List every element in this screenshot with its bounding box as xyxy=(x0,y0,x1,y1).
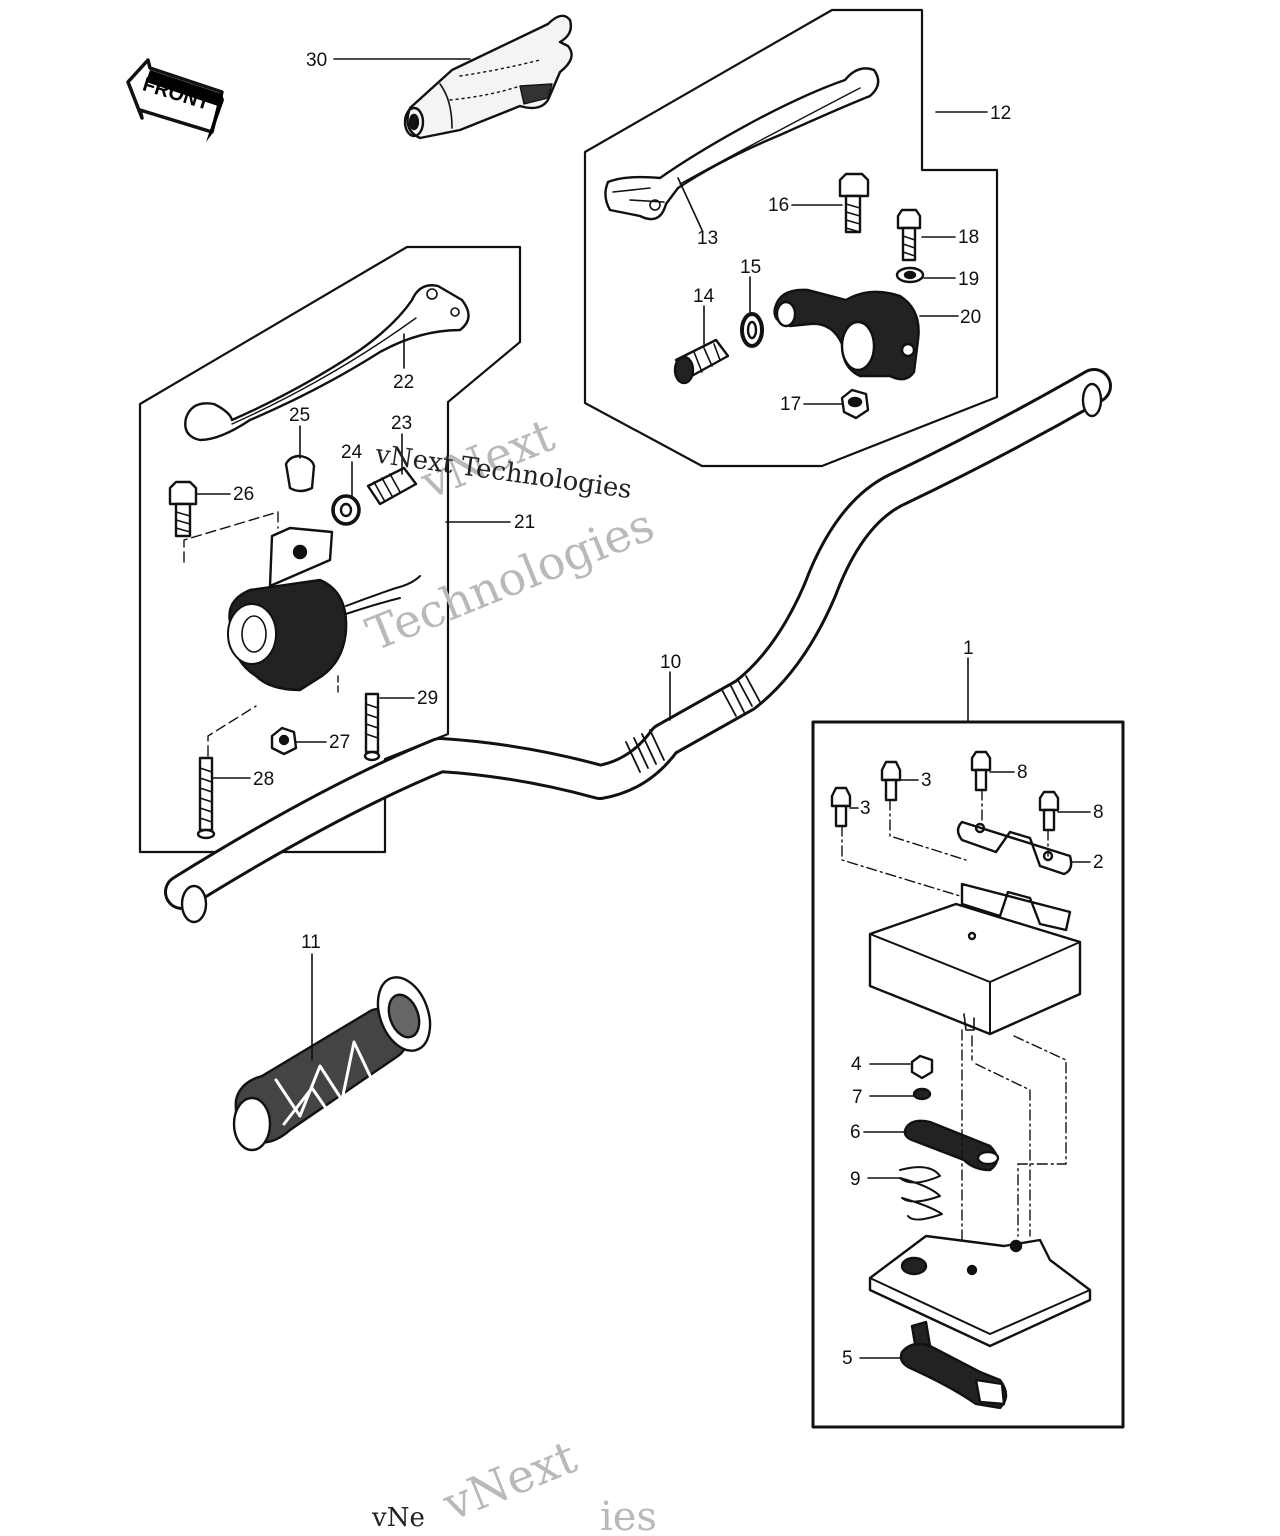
callout-15: 15 xyxy=(740,257,761,278)
callout-14: 14 xyxy=(693,286,715,307)
part-20-lever-holder xyxy=(773,288,920,381)
watermark-word-bottom: ies xyxy=(600,1494,657,1536)
part-24-locknut xyxy=(331,494,361,526)
watermark: vNext Technologies vNext Technologies vN… xyxy=(359,408,661,1536)
part-8-screw-a xyxy=(970,750,992,792)
callout-29: 29 xyxy=(417,688,438,709)
callout-3-b: 3 xyxy=(860,798,871,819)
part-11-grip xyxy=(232,976,432,1152)
part-5-lever-knob xyxy=(899,1320,1008,1410)
assembly-line-28 xyxy=(207,705,257,757)
callout-8-a: 8 xyxy=(1017,762,1028,783)
callout-22: 22 xyxy=(393,372,414,393)
part-29-screw xyxy=(363,692,381,762)
part-18-bolt xyxy=(896,208,922,262)
callout-1: 1 xyxy=(963,638,974,659)
callout-6: 6 xyxy=(850,1122,861,1143)
part-19-washer xyxy=(895,266,925,284)
callout-4: 4 xyxy=(851,1054,862,1075)
callout-7: 7 xyxy=(852,1087,863,1108)
callout-10: 10 xyxy=(660,652,681,673)
switch-base-plate xyxy=(868,1234,1092,1348)
part-17-nut xyxy=(840,388,870,420)
callout-28: 28 xyxy=(253,769,274,790)
callout-26: 26 xyxy=(233,484,254,505)
assembly-dash-lines xyxy=(841,789,1067,1241)
part-16-pivot-bolt xyxy=(838,172,870,234)
front-arrow-icon: FRONT xyxy=(126,58,224,142)
callout-19: 19 xyxy=(958,269,979,290)
callout-9: 9 xyxy=(850,1169,861,1190)
part-2-clamp xyxy=(956,820,1073,876)
callout-27: 27 xyxy=(329,732,350,753)
part-30-boot xyxy=(403,14,573,140)
callout-13: 13 xyxy=(697,228,718,249)
part-3-screw-b xyxy=(830,786,852,828)
callout-8-b: 8 xyxy=(1093,802,1104,823)
switch-housing-cover xyxy=(868,882,1082,1036)
callout-2: 2 xyxy=(1093,852,1104,873)
right-lever-group-outline xyxy=(583,8,999,468)
part-8-screw-b xyxy=(1038,790,1060,832)
leader-lines xyxy=(195,58,1091,1359)
callout-11: 11 xyxy=(301,932,321,953)
callout-5: 5 xyxy=(842,1348,853,1369)
part-21-lever-holder xyxy=(227,526,421,692)
part-6-switch-arm xyxy=(903,1119,1000,1172)
callout-24: 24 xyxy=(341,442,363,463)
part-26-bolt xyxy=(168,480,198,538)
watermark-brand-bottom: vNext xyxy=(435,1429,584,1531)
callout-23: 23 xyxy=(391,413,412,434)
callout-25: 25 xyxy=(289,405,310,426)
callout-numbers: 30 12 13 16 18 19 15 14 20 17 22 25 24 2… xyxy=(233,50,1104,1369)
part-9-spring xyxy=(899,1166,943,1221)
callout-21: 21 xyxy=(514,512,535,533)
part-22-clutch-lever xyxy=(184,284,470,442)
watermark-fragment-bottom: vNe xyxy=(371,1503,425,1533)
part-14-adjuster-bolt xyxy=(673,338,730,385)
callout-20: 20 xyxy=(960,307,981,328)
part-27-nut xyxy=(270,726,298,756)
callout-3-a: 3 xyxy=(921,770,932,791)
part-15-lockwasher xyxy=(740,312,764,348)
callout-30: 30 xyxy=(306,50,327,71)
part-25-cap xyxy=(284,454,316,493)
part-4-nut xyxy=(910,1054,934,1080)
callout-17: 17 xyxy=(780,394,801,415)
callout-18: 18 xyxy=(958,227,979,248)
part-23-cable-adjuster xyxy=(366,466,418,506)
callout-12: 12 xyxy=(990,103,1011,124)
part-7-washer xyxy=(912,1087,932,1101)
assembly-line-26 xyxy=(183,511,279,563)
part-13-brake-lever xyxy=(604,67,880,221)
part-3-screw-a xyxy=(880,760,902,802)
part-10-handlebar xyxy=(164,368,1112,924)
part-28-screw xyxy=(196,756,216,840)
callout-16: 16 xyxy=(768,195,789,216)
